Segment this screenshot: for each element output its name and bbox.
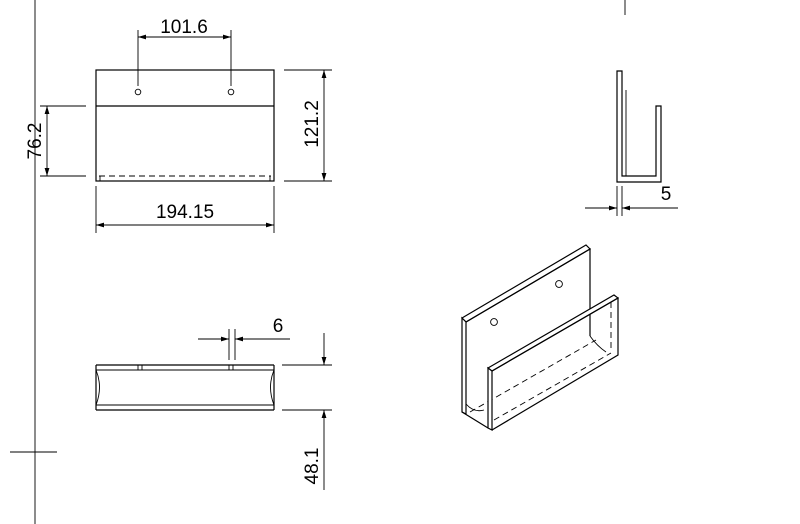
side-view: [616, 70, 662, 183]
mount-hole-right: [227, 88, 235, 96]
dim-lip-thickness: 6: [198, 316, 290, 360]
dim-depth: 48.1: [282, 333, 332, 490]
top-view: [95, 364, 275, 411]
dim-wall-thickness-label: 5: [661, 184, 672, 205]
dim-width-total-label: 194.15: [156, 202, 214, 223]
iso-hole-left: [490, 318, 498, 326]
isometric-view: [461, 244, 620, 431]
dim-height-total: 121.2: [284, 69, 332, 182]
dim-height-lower-label: 76.2: [25, 123, 46, 160]
dim-lip-thickness-label: 6: [273, 316, 284, 337]
dim-hole-spacing: 101.6: [137, 17, 232, 86]
mount-hole-left: [134, 88, 142, 96]
dim-hole-spacing-label: 101.6: [160, 17, 208, 38]
iso-hole-right: [555, 280, 563, 288]
dim-height-lower: 76.2: [25, 105, 86, 177]
drawing-frame: [10, 0, 626, 524]
front-view: [95, 69, 275, 182]
dim-wall-thickness: 5: [585, 184, 678, 216]
dim-depth-label: 48.1: [302, 448, 323, 485]
dim-height-total-label: 121.2: [302, 100, 323, 148]
dim-width-total: 194.15: [95, 186, 275, 233]
